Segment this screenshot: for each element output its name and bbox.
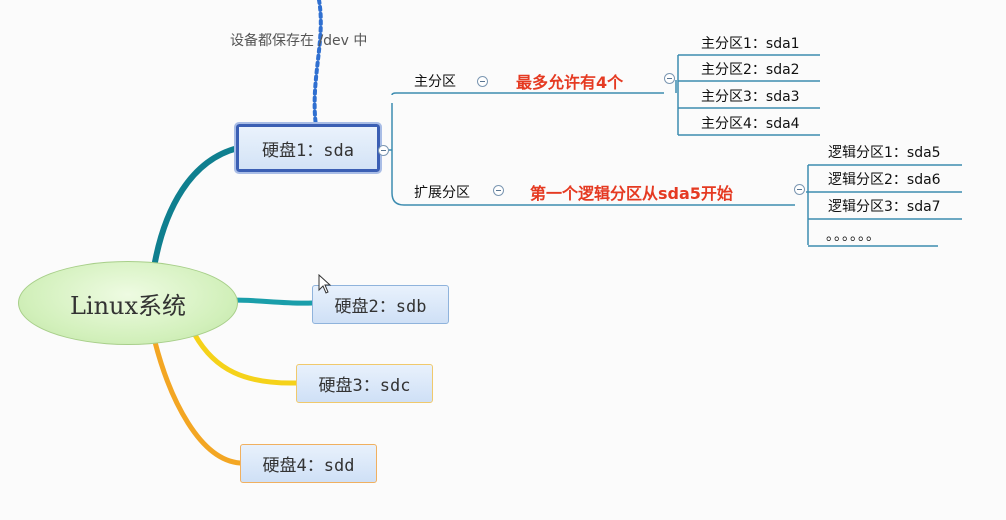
disk-node-sdb[interactable]: 硬盘2：sdb xyxy=(312,285,449,324)
extended-note[interactable]: 第一个逻辑分区从sda5开始 xyxy=(530,184,733,203)
logical-partition-ellipsis[interactable]: 。。。。。。 xyxy=(826,228,881,244)
disk-label: 硬盘2：sdb xyxy=(334,297,427,317)
primary-partition-item[interactable]: 主分区3：sda3 xyxy=(701,89,800,105)
collapse-icon[interactable] xyxy=(477,76,488,87)
primary-partition-item[interactable]: 主分区1：sda1 xyxy=(701,36,800,52)
collapse-icon[interactable] xyxy=(493,185,504,196)
root-label: Linux系统 xyxy=(69,291,187,320)
logical-partition-item[interactable]: 逻辑分区2：sda6 xyxy=(828,172,941,188)
root-node-linux[interactable]: Linux系统 xyxy=(18,261,238,345)
disk-node-sdd[interactable]: 硬盘4：sdd xyxy=(240,444,377,483)
disk-label: 硬盘4：sdd xyxy=(262,456,355,476)
collapse-icon[interactable] xyxy=(378,145,389,156)
collapse-icon[interactable] xyxy=(794,184,805,195)
primary-note[interactable]: 最多允许有4个 xyxy=(516,73,624,92)
disk-node-sdc[interactable]: 硬盘3：sdc xyxy=(296,364,433,403)
logical-partition-item[interactable]: 逻辑分区3：sda7 xyxy=(828,199,941,215)
primary-partition-item[interactable]: 主分区2：sda2 xyxy=(701,62,800,78)
collapse-icon[interactable] xyxy=(664,73,675,84)
primary-partition-item[interactable]: 主分区4：sda4 xyxy=(701,116,800,132)
disk-label: 硬盘1：sda xyxy=(262,140,354,161)
logical-partition-item[interactable]: 逻辑分区1：sda5 xyxy=(828,145,941,161)
dev-annotation: 设备都保存在 /dev 中 xyxy=(230,33,368,49)
mouse-cursor-icon xyxy=(318,274,332,294)
disk-node-sda[interactable]: 硬盘1：sda xyxy=(234,122,382,174)
primary-partition-label[interactable]: 主分区 xyxy=(414,74,456,90)
extended-partition-label[interactable]: 扩展分区 xyxy=(414,185,470,201)
disk-label: 硬盘3：sdc xyxy=(318,376,411,396)
